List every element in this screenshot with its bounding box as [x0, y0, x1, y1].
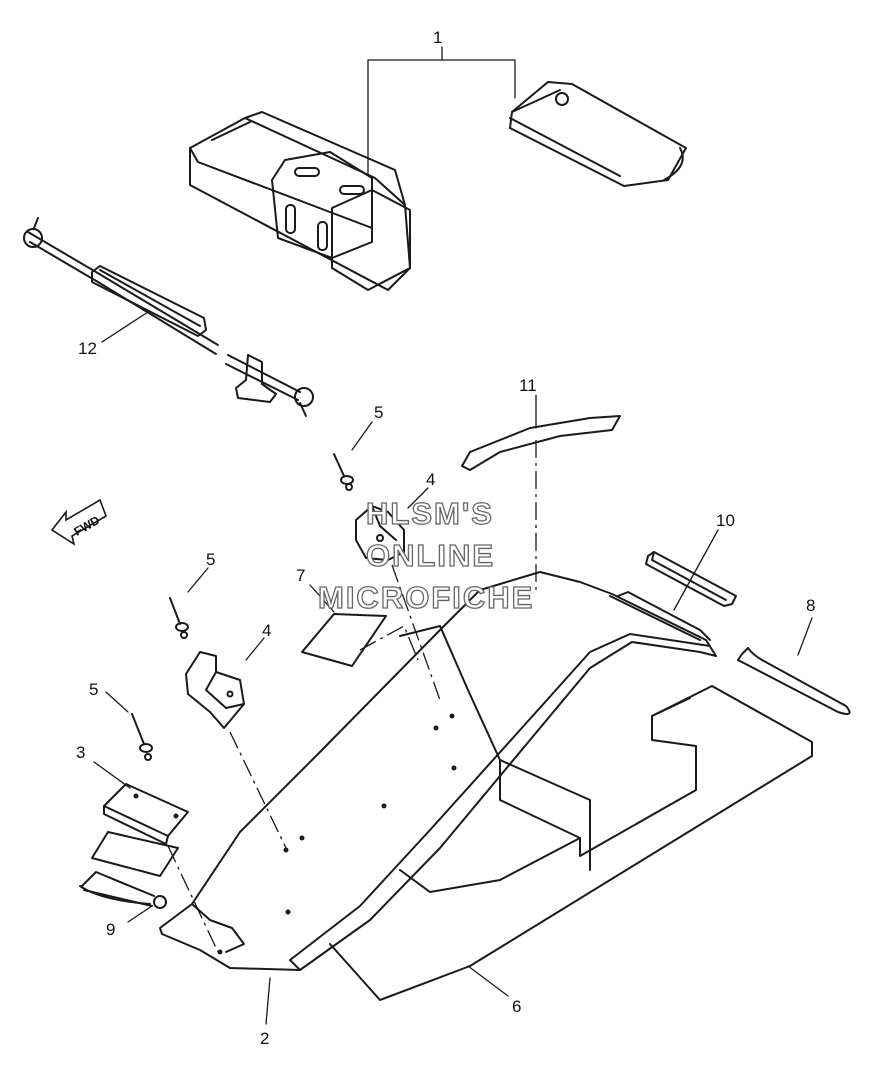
watermark-line-1: HLSM'S: [366, 496, 494, 531]
leader-5-middle: [187, 567, 209, 593]
callout-2: 2: [260, 1029, 269, 1048]
leader-1: [367, 46, 516, 176]
callout-3: 3: [76, 743, 85, 762]
callout-11: 11: [519, 376, 537, 395]
pin: [79, 871, 167, 909]
rivet-lower: [131, 713, 153, 761]
damper: [645, 551, 737, 607]
callout-8: 8: [806, 596, 815, 615]
leader-5-lower: [105, 691, 129, 713]
tool-pouch: [509, 81, 687, 187]
rivet-middle: [169, 597, 189, 639]
leader-12: [101, 311, 149, 343]
seat-strap: [461, 415, 621, 471]
leader-3-dash: [167, 845, 219, 953]
leader-7: [309, 584, 335, 613]
callout-5-lower: 5: [89, 680, 98, 699]
callout-9: 9: [106, 920, 115, 939]
callout-4-lower: 4: [262, 621, 271, 640]
holder-upper: [355, 505, 405, 561]
leader-8: [797, 617, 813, 656]
fwd-arrow-icon: FWD: [50, 498, 107, 546]
holder-lower: [185, 651, 245, 729]
leader-3: [93, 761, 131, 789]
callout-5-middle: 5: [206, 550, 215, 569]
seat: [329, 625, 813, 1001]
watermark-line-3: MICROFICHE: [318, 580, 534, 615]
watermark-line-2: ONLINE: [366, 538, 495, 573]
label-plate: [301, 613, 387, 667]
callout-6: 6: [512, 997, 521, 1016]
callout-7: 7: [296, 566, 305, 585]
callout-12: 12: [78, 339, 97, 358]
callout-5-upper: 5: [374, 403, 383, 422]
leader-4-upper: [407, 487, 429, 509]
seat-lock-cable: [23, 217, 314, 417]
leader-6: [467, 965, 509, 997]
leader-4-lower: [245, 637, 265, 661]
leader-5-upper: [351, 421, 373, 451]
tool-kit-bag: [189, 111, 411, 291]
seat-base: [159, 571, 717, 971]
rivet-upper: [333, 453, 354, 491]
leader-7-dash: [359, 625, 419, 661]
leader-4-lower-dash: [229, 731, 287, 849]
leader-2: [265, 977, 271, 1025]
callout-10: 10: [716, 511, 735, 530]
callout-4-upper: 4: [426, 470, 435, 489]
leader-10: [673, 529, 719, 611]
watermark: HLSM'S ONLINE MICROFICHE: [317, 495, 534, 615]
callout-1: 1: [433, 28, 442, 47]
leader-9: [127, 905, 153, 923]
seat-hook: [737, 647, 851, 715]
plate: [91, 783, 189, 877]
